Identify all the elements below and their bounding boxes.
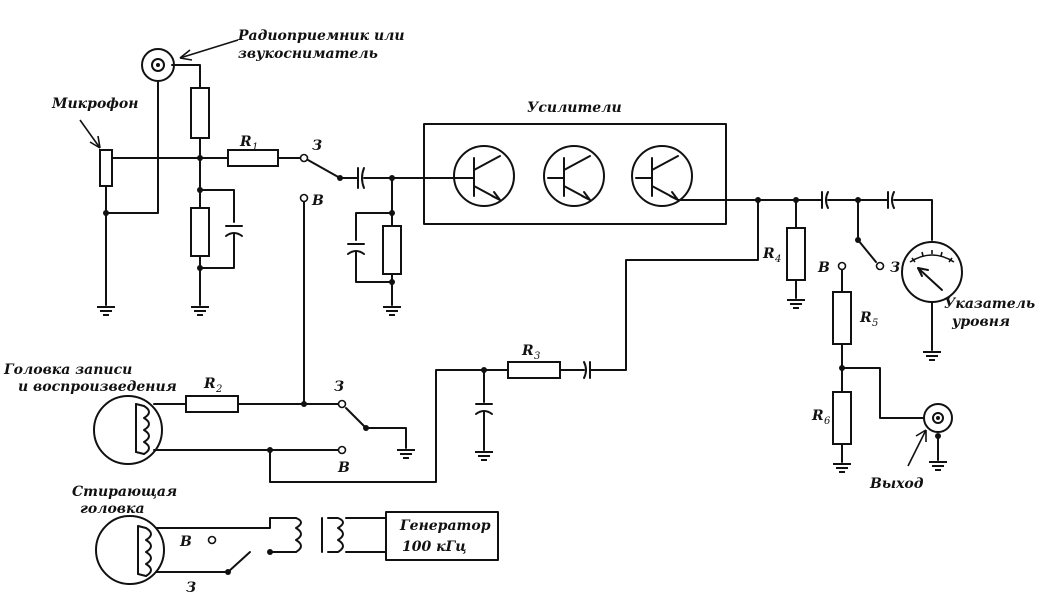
erase-head-label-line1: Стирающая <box>72 484 177 500</box>
output-switch-label-play: В <box>817 260 830 276</box>
input-selector-switch <box>307 159 341 179</box>
resistor-r5 <box>832 291 852 345</box>
ground-icon <box>786 299 806 309</box>
input-coupling-capacitor <box>357 167 365 189</box>
level-meter-icon <box>901 241 963 303</box>
record-coupling-capacitor <box>583 361 591 379</box>
head-selector-switch <box>345 407 367 429</box>
head-switch-label-record: З <box>334 379 344 395</box>
ground-icon <box>922 351 942 361</box>
radio-input-resistor <box>190 87 210 139</box>
input-switch-contact-play <box>299 193 309 203</box>
r3-subscript: 3 <box>534 351 540 362</box>
transistor-1-icon <box>429 145 515 207</box>
amp-input-resistor <box>382 225 402 275</box>
input-switch-label-play: В <box>311 193 324 209</box>
erase-selector-switch <box>227 551 251 573</box>
level-indicator-label-line2: уровня <box>951 314 1010 330</box>
generator-label-line2: 100 кГц <box>402 539 466 555</box>
erase-switch-contact-play <box>207 535 217 545</box>
coupling-transformer-icon <box>327 517 344 553</box>
output-label: Выход <box>869 476 924 492</box>
r1-label: R <box>239 134 252 150</box>
r6-subscript: 6 <box>824 416 831 427</box>
output-jack-icon <box>923 403 953 433</box>
amplifier-block <box>423 123 727 225</box>
r2-label: R <box>203 376 216 392</box>
ground-icon <box>382 306 402 316</box>
output-switch-label-record: З <box>890 260 900 276</box>
input-shunt-resistor <box>190 207 210 257</box>
r6-label: R <box>811 408 824 424</box>
ground-icon <box>832 463 852 473</box>
input-switch-label-record: З <box>312 138 322 154</box>
transistor-2-icon <box>543 145 605 207</box>
microphone-icon <box>99 149 113 187</box>
radio-label-arrow <box>179 39 239 59</box>
resistor-r4 <box>786 227 806 281</box>
generator-label-line1: Генератор <box>399 518 491 534</box>
ground-icon <box>928 461 948 471</box>
r1-subscript: 1 <box>252 142 258 153</box>
erase-head-label-line2: головка <box>80 501 145 517</box>
head-switch-label-play: В <box>337 460 350 476</box>
r3-label: R <box>521 343 534 359</box>
erase-head-icon <box>95 515 165 585</box>
level-indicator-label-line1: Указатель <box>944 296 1035 312</box>
output-switch-contact-record <box>875 261 885 271</box>
output-selector-switch <box>857 239 877 263</box>
radio-input-jack-icon <box>141 48 175 82</box>
r5-subscript: 5 <box>872 318 878 329</box>
input-switch-contact-record <box>299 153 309 163</box>
r4-subscript: 4 <box>774 254 781 265</box>
resistor-r3 <box>507 361 561 379</box>
r2-subscript: 2 <box>215 384 222 395</box>
r4-label: R <box>762 246 775 262</box>
erase-switch-label-play: В <box>179 534 192 550</box>
r5-label: R <box>859 310 872 326</box>
head-switch-contact-play <box>337 445 347 455</box>
output-coupling-capacitor-1 <box>821 191 829 209</box>
resistor-r2 <box>185 395 239 413</box>
radio-label-line1: Радиоприемник или <box>237 28 405 44</box>
ground-icon <box>96 306 116 316</box>
output-label-arrow <box>907 429 927 467</box>
generator-block <box>385 511 499 561</box>
head-switch-contact-record <box>337 399 347 409</box>
ground-icon <box>396 449 416 459</box>
transistor-3-icon <box>631 145 693 207</box>
output-switch-contact-play <box>837 261 847 271</box>
radio-label-line2: звукосниматель <box>238 46 378 62</box>
record-playback-head-icon <box>93 395 163 465</box>
amplifiers-label: Усилители <box>527 100 622 116</box>
resistor-r6 <box>832 391 852 445</box>
microphone-label: Микрофон <box>51 96 138 112</box>
ground-icon <box>474 451 494 461</box>
record-head-label-line1: Головка записи <box>3 362 132 378</box>
ground-icon <box>190 306 210 316</box>
erase-switch-label-record: З <box>186 580 196 596</box>
microphone-label-arrow <box>79 119 101 149</box>
record-head-label-line2: и воспроизведения <box>18 379 177 395</box>
output-coupling-capacitor-2 <box>887 191 895 209</box>
